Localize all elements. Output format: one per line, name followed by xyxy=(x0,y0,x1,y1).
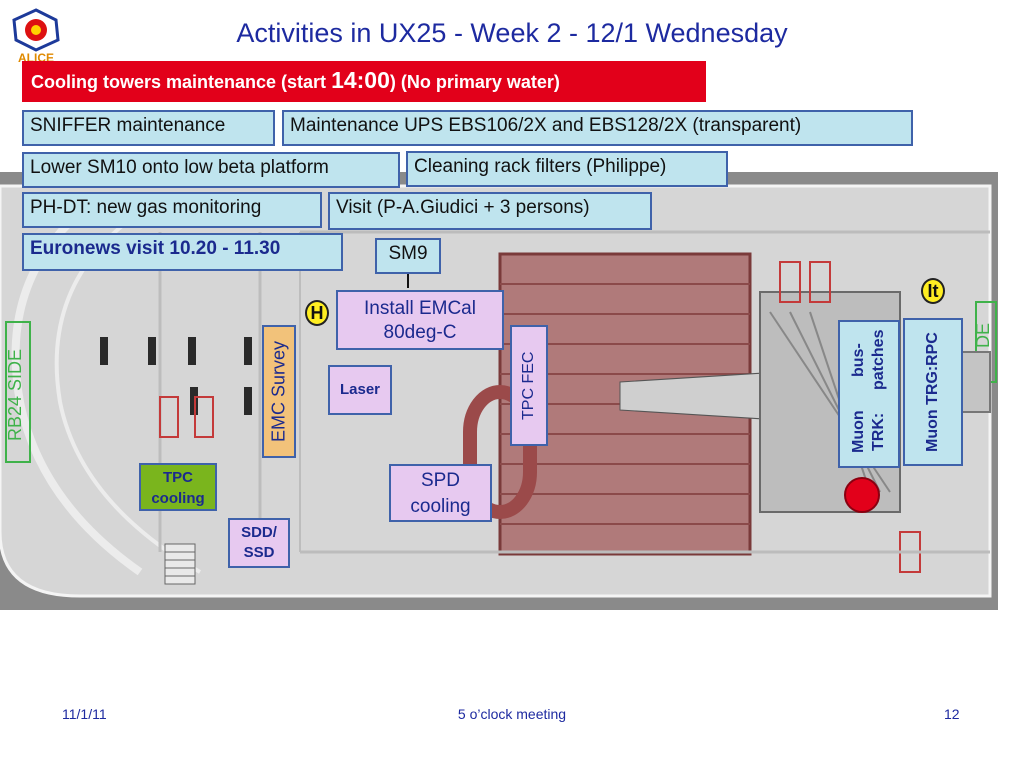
euronews-visit-box: Euronews visit 10.20 - 11.30 xyxy=(22,233,343,271)
sniffer-maintenance-box: SNIFFER maintenance xyxy=(22,110,275,146)
tpc-cooling-line2: cooling xyxy=(151,490,205,507)
page-title: Activities in UX25 - Week 2 - 12/1 Wedne… xyxy=(236,18,788,48)
spd-cooling-box: SPD cooling xyxy=(389,464,492,522)
marker-it: It xyxy=(921,278,945,304)
marker-h: H xyxy=(305,300,329,326)
muon-trg-line1: Muon TRG: xyxy=(924,365,941,452)
cleaning-filters-box: Cleaning rack filters (Philippe) xyxy=(406,151,728,187)
muon-trk-box: Muon TRK: bus-patches xyxy=(838,320,900,468)
footer-meeting: 5 o’clock meeting xyxy=(457,706,567,722)
floor-plan xyxy=(0,172,998,610)
install-emcal-box: Install EMCal 80deg-C xyxy=(336,290,504,350)
muon-trk-line1: Muon TRK: xyxy=(850,410,887,454)
right-side-label: DE xyxy=(973,322,993,348)
red-status-dot xyxy=(844,477,880,513)
sm9-box: SM9 xyxy=(375,238,441,274)
lower-sm10-box: Lower SM10 onto low beta platform xyxy=(22,152,400,188)
laser-box: Laser xyxy=(328,365,392,415)
ups-maintenance-box: Maintenance UPS EBS106/2X and EBS128/2X … xyxy=(282,110,913,146)
sm9-arrow xyxy=(407,274,409,288)
banner-text-2: ) (No primary water) xyxy=(389,72,560,92)
sdd-ssd-line1: SDD/ xyxy=(241,524,277,541)
spd-cooling-line2: cooling xyxy=(410,496,471,517)
sdd-ssd-line2: SSD xyxy=(243,544,275,561)
banner-time: 14:00 xyxy=(331,67,390,93)
muon-trg-box: Muon TRG: RPC xyxy=(903,318,963,466)
alice-logo: ALICE xyxy=(8,8,64,65)
tpc-fec-box: TPC FEC xyxy=(510,325,548,446)
install-emcal-line1: Install EMCal xyxy=(364,298,476,319)
tpc-cooling-box: TPC cooling xyxy=(139,463,217,511)
muon-trk-line2: bus-patches xyxy=(850,329,887,391)
install-emcal-line2: 80deg-C xyxy=(383,322,457,343)
tpc-cooling-line1: TPC xyxy=(163,469,193,486)
footer-page-number: 12 xyxy=(944,706,960,722)
visit-box: Visit (P-A.Giudici + 3 persons) xyxy=(328,192,652,230)
muon-trg-line2: RPC xyxy=(924,332,941,366)
spd-cooling-line1: SPD xyxy=(420,470,461,491)
footer-date: 11/1/11 xyxy=(62,706,107,722)
rb24-side-label: RB24 SIDE xyxy=(5,348,25,442)
emc-survey-box: EMC Survey xyxy=(262,325,296,458)
sdd-ssd-box: SDD/ SSD xyxy=(228,518,290,568)
ph-dt-gas-box: PH-DT: new gas monitoring xyxy=(22,192,322,228)
cooling-towers-banner: Cooling towers maintenance (start 14:00)… xyxy=(22,61,706,102)
banner-text-1: Cooling towers maintenance (start xyxy=(31,72,332,92)
